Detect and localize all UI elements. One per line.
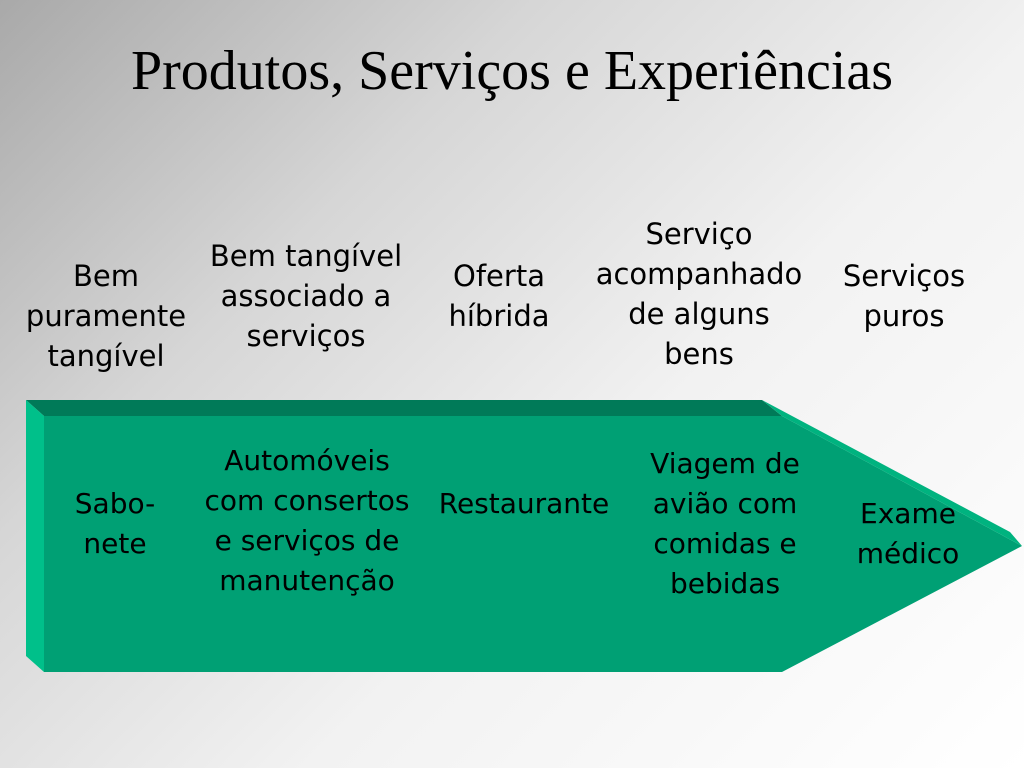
arrow-top-face xyxy=(26,400,782,416)
example-restaurant: Restaurante xyxy=(438,487,610,520)
category-label-good-with-services: Bem tangível associado a serviços xyxy=(209,239,403,353)
category-label-hybrid-offer: Oferta híbrida xyxy=(448,259,550,333)
arrow-left-face xyxy=(26,400,44,672)
arrow-front-face xyxy=(44,416,1022,672)
slide-title: Produtos, Serviços e Experiências xyxy=(130,40,894,102)
example-soap: Sabo- nete xyxy=(74,487,156,560)
arrow-tip-top-face xyxy=(762,400,1022,546)
category-label-service-with-goods: Serviço acompanhado de alguns bens xyxy=(595,217,803,371)
example-airline-trip: Viagem de avião com comidas e bebidas xyxy=(650,447,800,600)
category-label-pure-good: Bem puramente tangível xyxy=(25,259,187,373)
example-medical-exam: Exame médico xyxy=(856,497,960,570)
category-label-pure-service: Serviços puros xyxy=(842,259,966,333)
example-automobiles: Automóveis com consertos e serviços de m… xyxy=(204,444,410,597)
